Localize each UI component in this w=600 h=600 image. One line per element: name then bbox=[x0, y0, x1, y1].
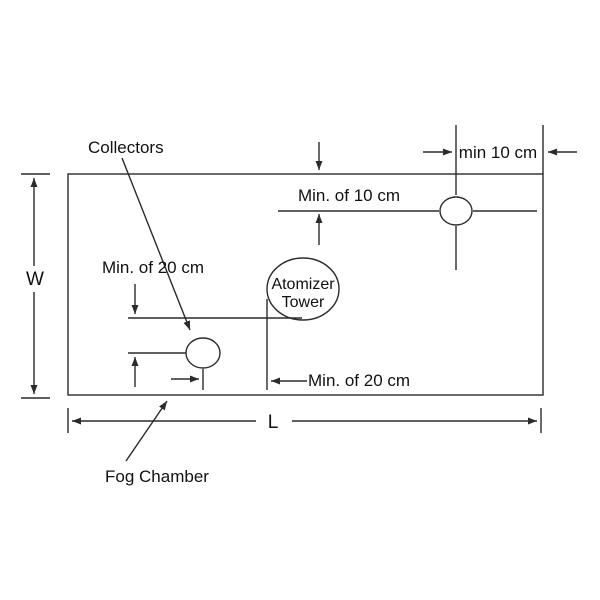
width-dimension-label: W bbox=[26, 269, 44, 290]
atomizer-tower-label-line2: Tower bbox=[282, 294, 325, 311]
min20-lower-label: Min. of 20 cm bbox=[308, 371, 410, 390]
length-dimension-label: L bbox=[268, 412, 279, 433]
collectors-leader-line bbox=[121, 157, 191, 331]
collectors-label: Collectors bbox=[88, 138, 164, 157]
fog-chamber-leader-line bbox=[125, 400, 168, 462]
min10-top-label: min 10 cm bbox=[459, 143, 537, 162]
left-collector-circle bbox=[185, 337, 221, 369]
min10-inner-label: Min. of 10 cm bbox=[298, 186, 400, 205]
min20-upper-label: Min. of 20 cm bbox=[102, 258, 204, 277]
fog-chamber-outline bbox=[67, 173, 544, 396]
fog-chamber-label: Fog Chamber bbox=[105, 467, 209, 486]
atomizer-tower-label-line1: Atomizer bbox=[271, 276, 335, 293]
atomizer-tower-ellipse bbox=[266, 257, 340, 321]
right-collector-circle bbox=[439, 196, 473, 226]
